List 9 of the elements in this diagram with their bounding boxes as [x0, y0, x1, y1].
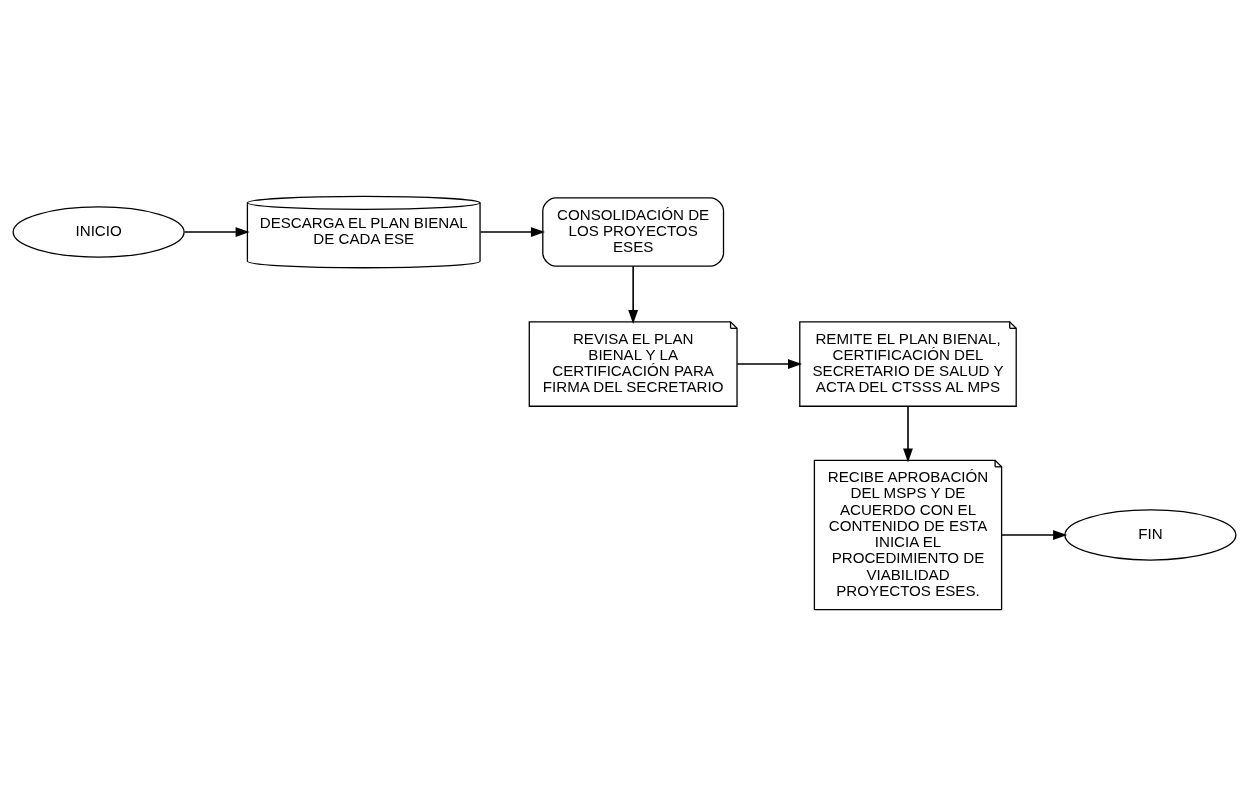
arrow — [479, 226, 545, 237]
arrow — [1000, 529, 1068, 540]
node-ellipse: FIN — [1064, 508, 1237, 561]
arrow — [736, 358, 803, 369]
arrow — [183, 226, 250, 237]
node-box: CONSOLIDACIÓN DE LOS PROYECTOS ESES — [542, 196, 725, 267]
node-ellipse: INICIO — [12, 205, 185, 258]
arrow — [903, 405, 913, 463]
arrow — [628, 264, 639, 324]
